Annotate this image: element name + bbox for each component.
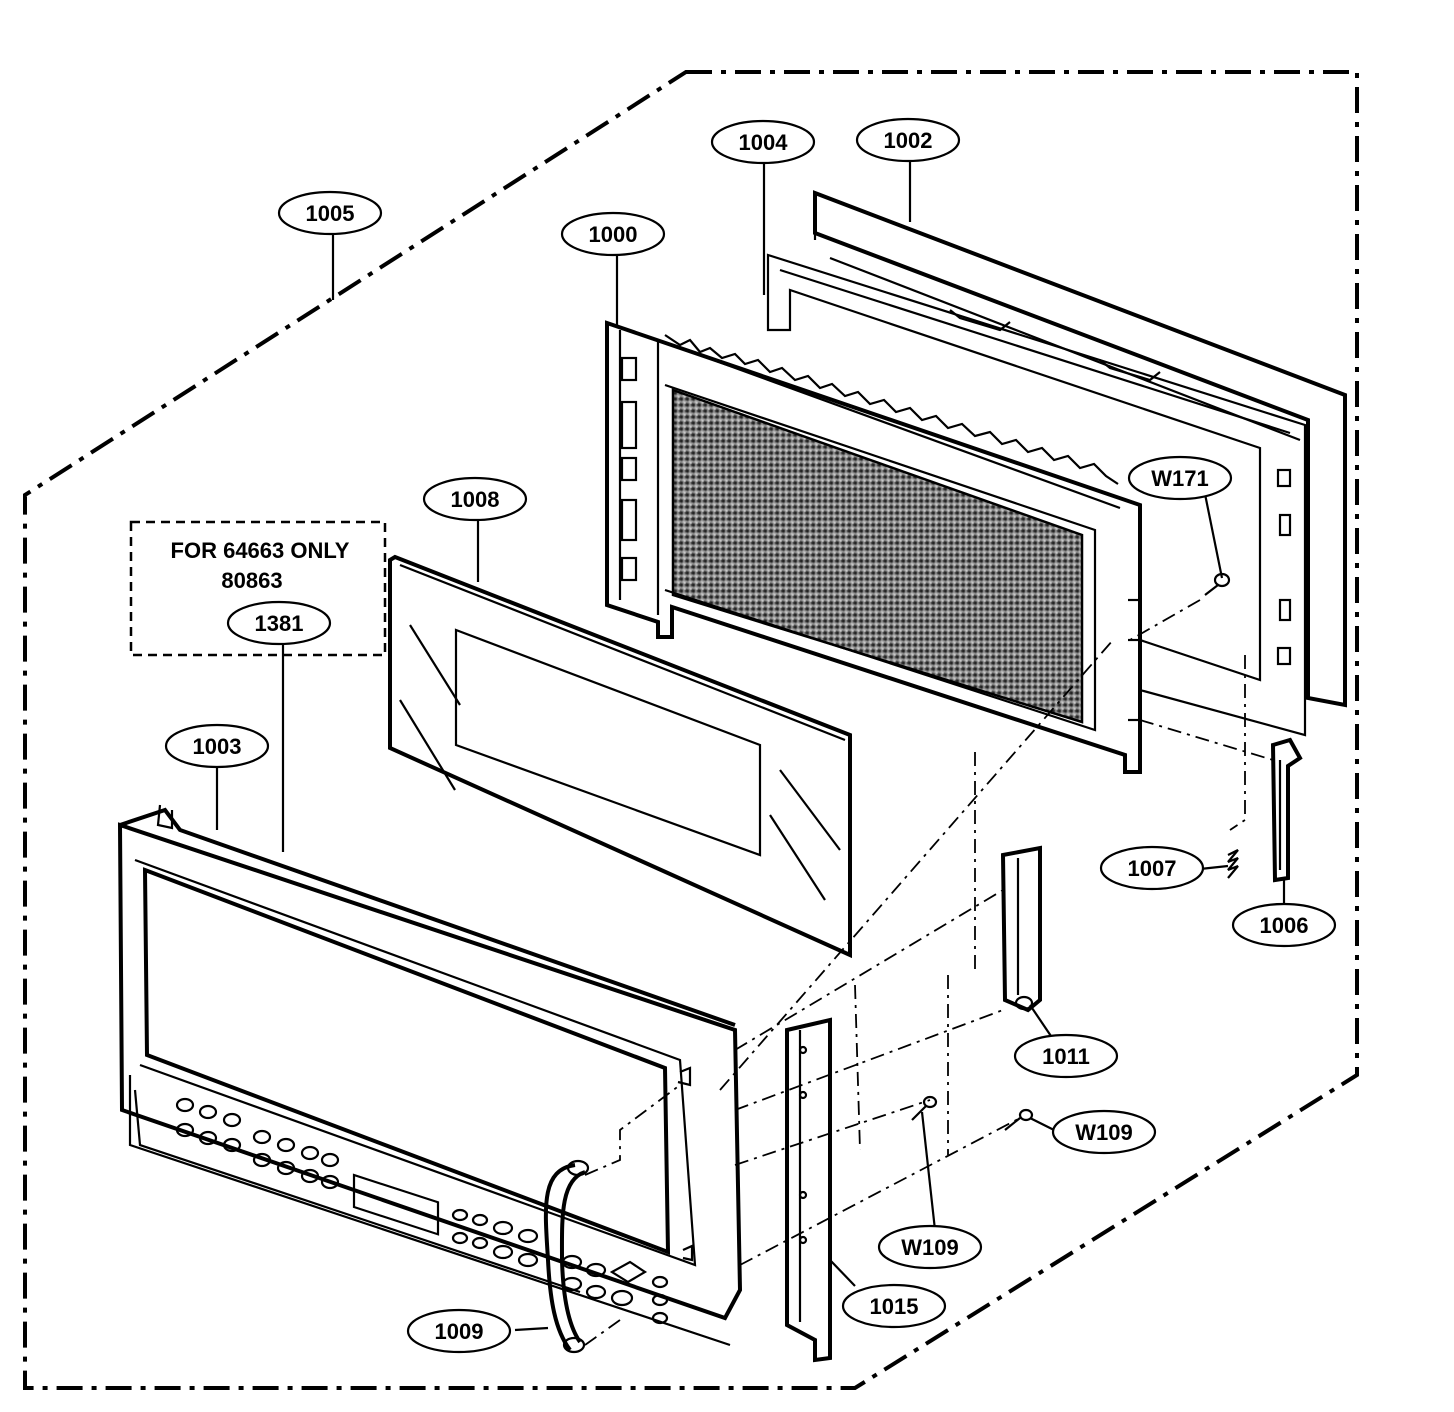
callout-1005-label: 1005 [306, 201, 355, 226]
callout-1004-label: 1004 [739, 130, 789, 155]
callout-1009-label: 1009 [435, 1319, 484, 1344]
control-buttons [175, 1097, 669, 1325]
part-1011-latch [1000, 845, 1042, 1013]
part-1003-front-door [117, 804, 743, 1347]
part-1009-handle [543, 1159, 590, 1354]
screw-w109-b [1004, 1108, 1034, 1131]
callout-1003: 1003 [164, 723, 270, 769]
callout-w109-right-label: W109 [1075, 1120, 1132, 1145]
callout-1015: 1015 [841, 1283, 947, 1329]
callout-w171-label: W171 [1151, 466, 1208, 491]
callout-1011: 1011 [1013, 1033, 1119, 1079]
note-line-2: 80863 [221, 568, 282, 593]
callout-1002-label: 1002 [884, 128, 933, 153]
screw-w109-a [911, 1095, 938, 1121]
callout-1015-label: 1015 [870, 1294, 919, 1319]
model-note-box: FOR 64663 ONLY 80863 [129, 520, 387, 657]
callout-w109-lower: W109 [877, 1224, 983, 1270]
callout-1381-label: 1381 [255, 611, 304, 636]
callout-1008: 1008 [422, 476, 528, 522]
callout-1006-label: 1006 [1260, 913, 1309, 938]
callout-1002: 1002 [855, 117, 961, 163]
assembly-guide-lines [584, 599, 1274, 1346]
callout-1006: 1006 [1231, 902, 1337, 948]
callout-1011-label: 1011 [1042, 1044, 1090, 1069]
part-1000-inner-frame [605, 320, 1142, 774]
callout-1009: 1009 [406, 1308, 512, 1354]
callout-1007: 1007 [1099, 845, 1205, 891]
callout-w109-right: W109 [1051, 1109, 1157, 1155]
leader-lines [215, 160, 1286, 1332]
callout-1000: 1000 [560, 211, 666, 257]
callout-1005: 1005 [277, 190, 383, 236]
callout-1000-label: 1000 [589, 222, 638, 247]
callout-1003-label: 1003 [193, 734, 242, 759]
callout-1004: 1004 [710, 119, 816, 165]
callout-1007-label: 1007 [1128, 856, 1177, 881]
part-1015-side-strip [785, 1017, 832, 1363]
callout-w171: W171 [1127, 455, 1233, 501]
note-line-1: FOR 64663 ONLY [171, 538, 350, 563]
callout-w109-lower-label: W109 [901, 1235, 958, 1260]
screw-w171 [1204, 572, 1231, 596]
assembly-boundary [23, 70, 1359, 1390]
part-1007-spring [1227, 849, 1239, 879]
callout-1381: 1381 [226, 600, 332, 646]
part-1006-lever [1270, 737, 1303, 883]
callout-1008-label: 1008 [451, 487, 500, 512]
part-1008-glass-panel [388, 554, 852, 959]
part-1004-choke-frame [766, 253, 1307, 737]
